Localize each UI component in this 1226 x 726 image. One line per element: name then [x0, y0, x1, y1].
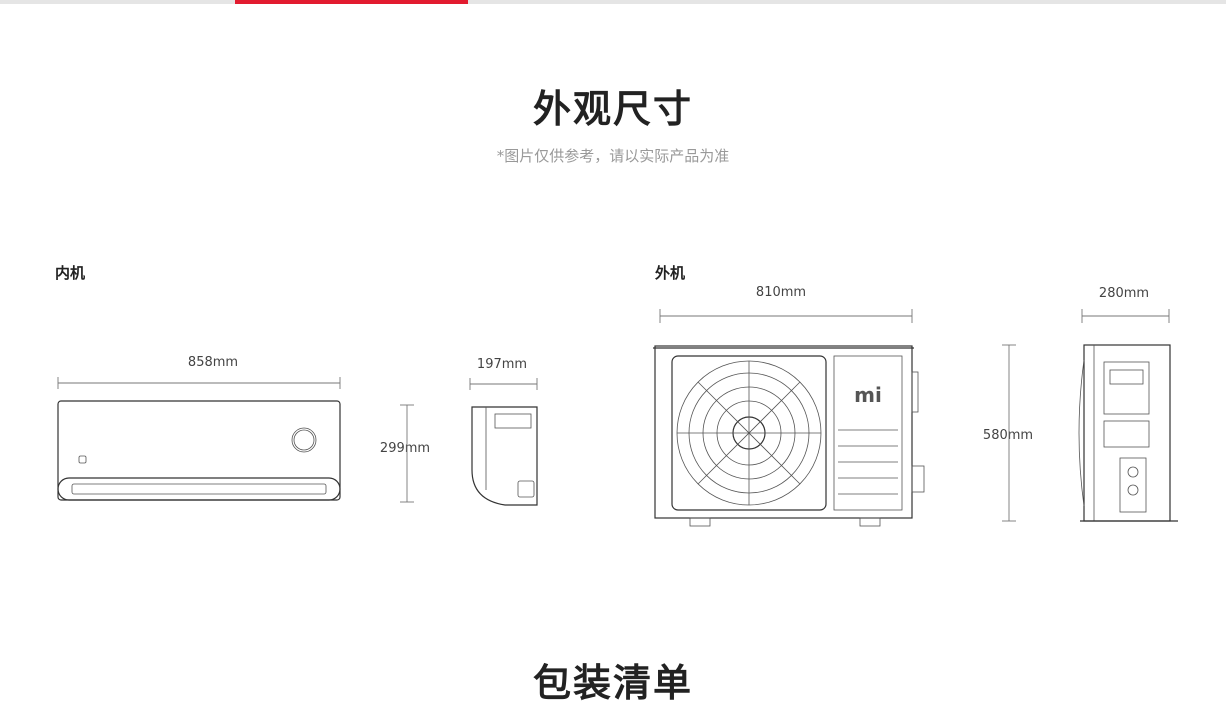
indoor-depth-label: 197mm — [476, 357, 528, 372]
active-tab-indicator — [235, 0, 468, 4]
indoor-height-dimension — [400, 404, 414, 503]
outdoor-unit-front-view — [653, 345, 925, 527]
outdoor-width-dimension — [659, 309, 913, 323]
outdoor-height-label: 580mm — [982, 428, 1034, 443]
indoor-unit-front-view — [57, 400, 341, 501]
outdoor-unit-label: 外机 — [655, 264, 686, 282]
outdoor-depth-dimension — [1081, 309, 1170, 323]
indoor-unit-side-view — [471, 406, 538, 506]
outdoor-height-dimension — [1002, 344, 1016, 522]
section-title-package-list: 包装清单 — [532, 661, 693, 705]
indoor-width-label: 858mm — [187, 355, 239, 370]
outdoor-unit-side-view — [1078, 344, 1178, 522]
mi-logo-icon: mi — [854, 383, 882, 407]
disclaimer-note: *图片仅供参考，请以实际产品为准 — [496, 147, 730, 165]
mijia-logo-icon — [78, 455, 87, 464]
outdoor-depth-label: 280mm — [1098, 286, 1150, 301]
indoor-width-dimension — [57, 377, 341, 389]
indoor-unit-label: 内机 — [55, 264, 86, 282]
indoor-depth-dimension — [469, 378, 538, 390]
outdoor-width-label: 810mm — [755, 285, 807, 300]
indoor-height-label: 299mm — [379, 441, 431, 456]
top-divider — [0, 0, 1226, 4]
section-title-dimensions: 外观尺寸 — [532, 87, 693, 131]
